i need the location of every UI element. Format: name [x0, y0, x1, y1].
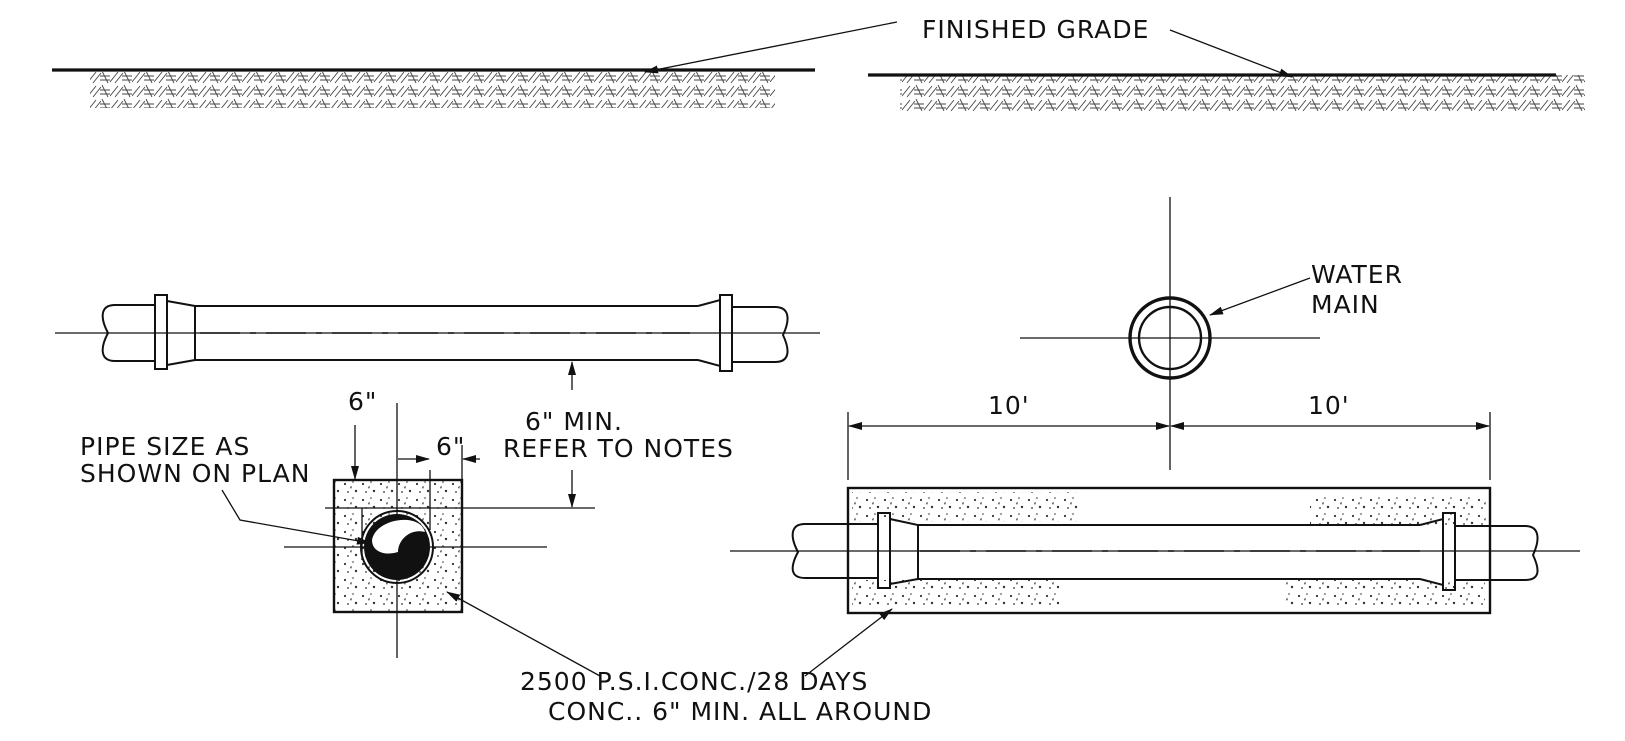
finished-grade-label: FINISHED GRADE: [922, 15, 1149, 44]
pipe-size-leader: [221, 489, 371, 545]
soil-hatch-right: [900, 75, 1585, 111]
cross-section-pipe-outline: [360, 510, 434, 584]
min-label-line1: 6" MIN.: [525, 407, 623, 436]
dim-10ft-left-label: 10': [988, 391, 1030, 420]
concrete-leader-left: [446, 591, 601, 677]
min-label-line2: REFER TO NOTES: [503, 434, 734, 463]
dim-10ft-right-label: 10': [1308, 391, 1350, 420]
water-main-section: WATER MAIN: [1020, 197, 1403, 470]
concrete-leader-right: [804, 608, 893, 677]
water-main-inner: [1137, 305, 1203, 371]
grade-leader-left: [644, 21, 898, 74]
finished-grade-section: FINISHED GRADE: [52, 15, 1585, 111]
dim-6in-b-label: 6": [436, 432, 465, 461]
concrete-hatch-bottom-right: [1285, 580, 1485, 608]
upper-pipe-left-bell: [166, 300, 196, 366]
dim-6in-a-label: 6": [348, 387, 377, 416]
water-main-label-line1: WATER: [1311, 260, 1403, 289]
upper-pipe-right-flange: [719, 294, 733, 372]
pipe-size-label-line1: PIPE SIZE AS: [80, 432, 250, 461]
water-main-outer: [1128, 296, 1212, 380]
encased-pipe-left-bell: [889, 518, 919, 585]
concrete-cross-section: 6" 6" 6" MIN. REFER TO NOTES PIPE SIZE A…: [80, 361, 734, 658]
upper-pipe-left-flange: [154, 294, 168, 370]
water-main-label-line2: MAIN: [1311, 290, 1380, 319]
water-main-leader: [1209, 277, 1311, 316]
upper-pipe-left-stub: [101, 304, 155, 362]
encased-pipe-right-stub: [1455, 525, 1539, 581]
encased-pipe-left-flange: [877, 512, 891, 589]
concrete-note: 2500 P.S.I.CONC./28 DAYS CONC.. 6" MIN. …: [446, 591, 932, 726]
cross-section-pipe-highlight: [372, 519, 425, 554]
upper-pipe-elevation: [55, 294, 820, 372]
soil-hatch-left: [90, 72, 775, 108]
ten-foot-dimensions: 10' 10': [847, 391, 1491, 480]
concrete-label-line1: 2500 P.S.I.CONC./28 DAYS: [520, 667, 868, 696]
encased-pipe-elevation: [730, 486, 1580, 615]
upper-pipe-right-stub: [732, 306, 789, 363]
encased-pipe-right-flange: [1442, 512, 1456, 591]
encased-pipe-left-stub: [791, 523, 878, 579]
pipe-size-label-line2: SHOWN ON PLAN: [80, 459, 310, 488]
concrete-hatch-top-right: [1310, 495, 1486, 525]
concrete-label-line2: CONC.. 6" MIN. ALL AROUND: [548, 697, 932, 726]
concrete-hatch-bottom-left: [852, 580, 1062, 608]
concrete-hatch-top-left: [852, 492, 1082, 522]
grade-leader-right: [1169, 29, 1293, 78]
